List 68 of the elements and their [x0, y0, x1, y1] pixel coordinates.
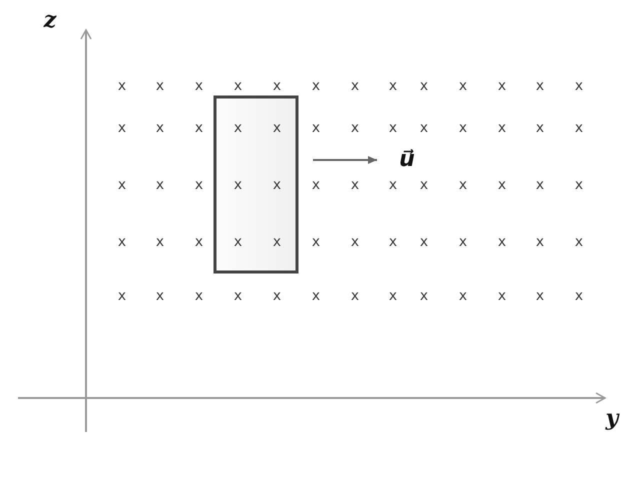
field-mark: x — [388, 79, 398, 93]
field-mark: x — [498, 121, 506, 135]
field-mark: x — [156, 121, 164, 135]
field-mark: x — [312, 178, 320, 192]
field-mark: x — [420, 235, 428, 249]
field-mark: x — [118, 178, 126, 192]
field-mark: x — [420, 289, 428, 303]
field-mark: x — [156, 289, 164, 303]
field-mark: x — [234, 235, 242, 249]
field-mark: x — [312, 235, 320, 249]
field-mark: x — [350, 79, 360, 93]
field-mark: x — [272, 235, 282, 249]
field-mark: x — [574, 235, 584, 249]
field-mark: x — [118, 121, 126, 135]
field-mark: x — [118, 235, 126, 249]
field-mark: x — [312, 289, 320, 303]
field-mark: x — [194, 79, 204, 93]
field-mark: x — [536, 289, 544, 303]
field-mark: x — [156, 178, 164, 192]
field-mark: x — [458, 79, 468, 93]
field-mark: x — [350, 289, 360, 303]
field-mark: x — [194, 178, 204, 192]
field-mark: x — [118, 289, 126, 303]
field-mark: x — [272, 178, 282, 192]
field-mark: x — [388, 235, 398, 249]
field-mark: x — [350, 235, 360, 249]
field-mark: x — [234, 121, 242, 135]
field-mark: x — [234, 79, 242, 93]
field-mark: x — [574, 121, 584, 135]
field-mark: x — [350, 178, 360, 192]
field-mark: x — [350, 121, 360, 135]
field-mark: x — [536, 178, 544, 192]
field-mark: x — [272, 289, 282, 303]
axis-label: z — [44, 9, 56, 31]
field-mark: x — [498, 289, 506, 303]
field-mark: x — [234, 289, 242, 303]
field-mark: x — [194, 235, 204, 249]
velocity-label: u⃗ — [399, 149, 415, 171]
field-mark: x — [312, 79, 320, 93]
field-mark: x — [118, 79, 126, 93]
field-mark: x — [272, 121, 282, 135]
field-mark: x — [272, 79, 282, 93]
field-mark: x — [574, 79, 584, 93]
field-mark: x — [536, 121, 544, 135]
field-mark: x — [458, 235, 468, 249]
field-mark: x — [498, 235, 506, 249]
field-mark: x — [388, 178, 398, 192]
field-mark: x — [388, 121, 398, 135]
field-mark: x — [156, 235, 164, 249]
field-mark: x — [388, 289, 398, 303]
field-mark: x — [420, 178, 428, 192]
field-mark: x — [420, 121, 428, 135]
field-mark: x — [458, 289, 468, 303]
field-mark: x — [458, 121, 468, 135]
field-mark: x — [420, 79, 428, 93]
axis-label: y — [606, 407, 618, 429]
field-mark: x — [574, 178, 584, 192]
field-mark: x — [498, 79, 506, 93]
field-mark: x — [156, 79, 164, 93]
field-mark: x — [234, 178, 242, 192]
field-mark: x — [574, 289, 584, 303]
field-mark: x — [498, 178, 506, 192]
field-mark: x — [312, 121, 320, 135]
field-mark: x — [458, 178, 468, 192]
field-mark: x — [536, 79, 544, 93]
field-mark: x — [194, 121, 204, 135]
field-mark: x — [194, 289, 204, 303]
field-mark: x — [536, 235, 544, 249]
